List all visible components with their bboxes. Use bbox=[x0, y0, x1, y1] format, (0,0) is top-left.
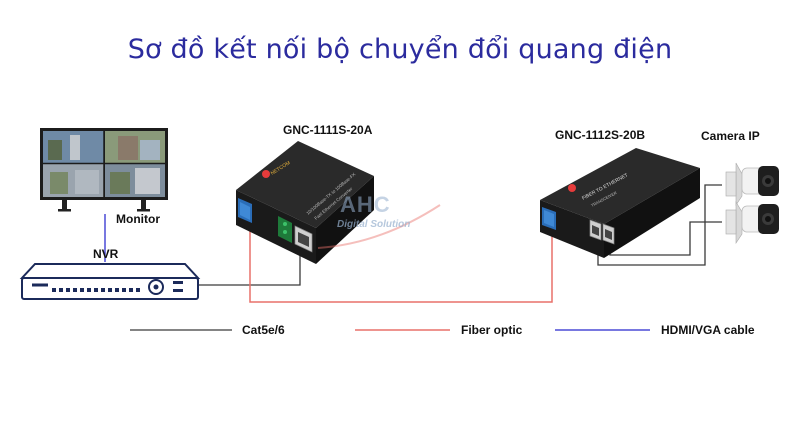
page-title: Sơ đồ kết nối bộ chuyển đổi quang điện bbox=[127, 34, 673, 65]
legend-cat5-label: Cat5e/6 bbox=[242, 323, 285, 337]
media-converter-icon-b: FIBER TO ETHERNET TRANSCEIVER bbox=[540, 148, 700, 258]
converter-b-label: GNC-1112S-20B bbox=[555, 128, 646, 142]
monitor-icon bbox=[40, 128, 168, 212]
monitor-label: Monitor bbox=[116, 212, 160, 226]
converter-a-label: GNC-1111S-20A bbox=[283, 123, 373, 137]
nvr-label: NVR bbox=[93, 247, 119, 261]
fiber-cable-line bbox=[249, 225, 553, 303]
legend-hdmi-label: HDMI/VGA cable bbox=[661, 323, 755, 337]
media-converter-icon-a: NETCOM 10/100Base-TX to 100Base-FX Fast … bbox=[236, 141, 374, 264]
camera-icon-2 bbox=[725, 200, 779, 244]
camera-label: Camera IP bbox=[701, 129, 760, 143]
nvr-icon bbox=[19, 263, 201, 300]
cat5-cable-camera1 bbox=[597, 184, 722, 266]
watermark-swoosh bbox=[317, 204, 441, 249]
camera-icon-1 bbox=[725, 162, 779, 206]
legend-fiber-label: Fiber optic bbox=[461, 323, 523, 337]
watermark-brand: AHC bbox=[340, 192, 391, 217]
watermark-tagline: Digital Solution bbox=[337, 219, 411, 230]
cat5-cable-line bbox=[196, 245, 301, 286]
